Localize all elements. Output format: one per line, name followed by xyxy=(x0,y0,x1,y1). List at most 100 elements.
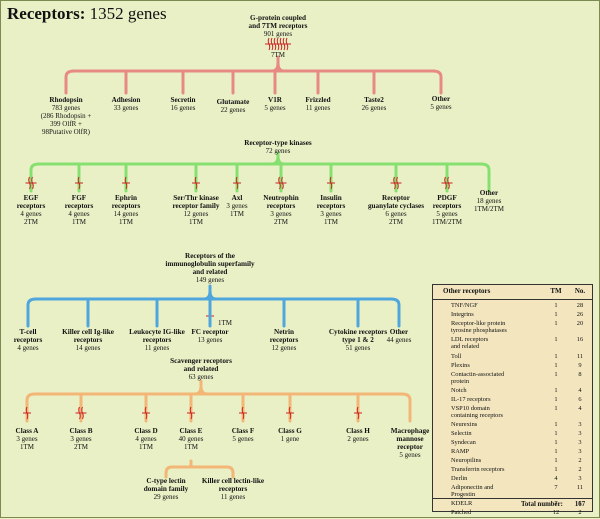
scav-node-2-name: Class D xyxy=(134,427,158,435)
rtk-header-info: 72 genes xyxy=(265,147,291,155)
scav-sub-1-info: 11 genes xyxy=(220,493,246,501)
igsf-node-2-name: Leukocyte IG-like xyxy=(129,328,185,336)
row-tm: 1 xyxy=(554,430,558,438)
rtk-join xyxy=(270,154,286,166)
row-no: 3 xyxy=(578,474,582,482)
scav-header-name: Scavenger receptors xyxy=(170,357,232,365)
gpcr-node-0-info: 98Putative OlfR) xyxy=(41,128,91,136)
header-no: No. xyxy=(574,287,586,295)
igsf-node-0-name: T-cell xyxy=(19,328,37,336)
table-total: Total number: 167 xyxy=(433,498,592,511)
igsf-tm-info: 1TM xyxy=(218,319,232,327)
rtk-node-3-name: Ser/Thr kinase xyxy=(173,194,219,202)
rtk-node-2-info: 1TM xyxy=(118,218,133,226)
rtk-node-6-name: receptors xyxy=(316,202,346,210)
rtk-node-3-name: receptor family xyxy=(172,202,220,210)
scav-node-1-info: 3 genes xyxy=(70,435,92,443)
rtk-node-6-name: Insulin xyxy=(320,194,342,202)
igsf-join xyxy=(202,289,218,301)
igsf-header-name: immunoglobulin superfamily xyxy=(165,260,255,268)
row-no: 8 xyxy=(578,370,582,378)
row-name: Patched xyxy=(451,509,472,517)
igsf-node-0-name: receptors xyxy=(13,336,43,344)
row-no: 20 xyxy=(576,319,584,327)
row-name: Neurexins xyxy=(451,421,478,429)
rtk-node-4-info: 3 genes xyxy=(226,202,248,210)
igsf-header-name: and related xyxy=(192,268,228,276)
row-no: 28 xyxy=(576,302,584,309)
scav-sub-0-info: 29 genes xyxy=(153,493,179,501)
scav-sub-bar xyxy=(164,465,235,479)
igsf-node-4-info: 12 genes xyxy=(271,344,297,352)
row-no: 16 xyxy=(576,336,584,344)
row-name: RAMP xyxy=(451,448,470,456)
igsf-tm: 1TM xyxy=(218,319,232,327)
scav-node-2-info: 4 genes xyxy=(135,435,157,443)
row-name: Neuropilins xyxy=(451,457,482,464)
rtk-node-1-name: receptors xyxy=(64,202,94,210)
rtk-node-3-info: 1TM xyxy=(188,218,203,226)
row-no: 11 xyxy=(576,352,584,360)
rtk-node-9-info: 1TM/2TM xyxy=(474,205,504,213)
rtk-node-2-info: 14 genes xyxy=(113,210,139,218)
scav-tm-icon-5 xyxy=(286,406,294,420)
rtk-node-7-info: 2TM xyxy=(388,218,403,226)
gpcr-node-0-info: (286 Rhodopsin + xyxy=(40,112,92,120)
row-tm: 7 xyxy=(554,483,558,491)
rtk-node-8-info: 1TM/2TM xyxy=(432,218,462,226)
scav-sub-1-name: Killer cell lectin-like xyxy=(201,477,265,485)
row-tm: 1 xyxy=(554,396,558,403)
rtk-node-7-name: guanylate cyclases xyxy=(367,202,425,210)
rtk-node-0-name: receptors xyxy=(16,202,46,210)
page-title: Receptors: 1352 genes xyxy=(7,4,167,23)
scav-node-7-name: Macrophage xyxy=(390,427,430,435)
scav-node-4-info: 5 genes xyxy=(232,435,254,443)
rtk-tm-icon-3 xyxy=(192,176,200,190)
rtk-node-4-info: 1TM xyxy=(229,210,244,218)
rtk-node-0-info: 4 genes xyxy=(20,210,42,218)
row-no: 3 xyxy=(578,500,582,508)
header-tm: TM xyxy=(550,287,562,295)
row-tm: 1 xyxy=(554,319,558,327)
row-name: Selectin xyxy=(451,430,472,438)
rtk-tm-icon-8 xyxy=(441,176,453,190)
row-tm: 1 xyxy=(554,361,558,369)
gpcr-node-1-info: 33 genes xyxy=(113,104,139,112)
row-tm: 1 xyxy=(554,302,558,309)
rtk-node-5-name: Neutrophin xyxy=(263,194,299,202)
rtk-node-6-info: 1TM xyxy=(323,218,338,226)
rtk-node-4-name: Axl xyxy=(231,194,243,202)
scav-tm-icon-6 xyxy=(354,406,362,420)
igsf-node-3-info: 13 genes xyxy=(197,336,223,344)
rtk-tm-icon-0 xyxy=(25,176,37,190)
igsf-node-3-name: FC receptor xyxy=(191,328,229,336)
row-tm: 1 xyxy=(554,387,558,395)
igsf-node-1-name: Killer cell Ig-like xyxy=(62,328,114,336)
gpcr-node-7-info: 5 genes xyxy=(430,103,452,111)
total-value: 167 xyxy=(574,501,586,508)
